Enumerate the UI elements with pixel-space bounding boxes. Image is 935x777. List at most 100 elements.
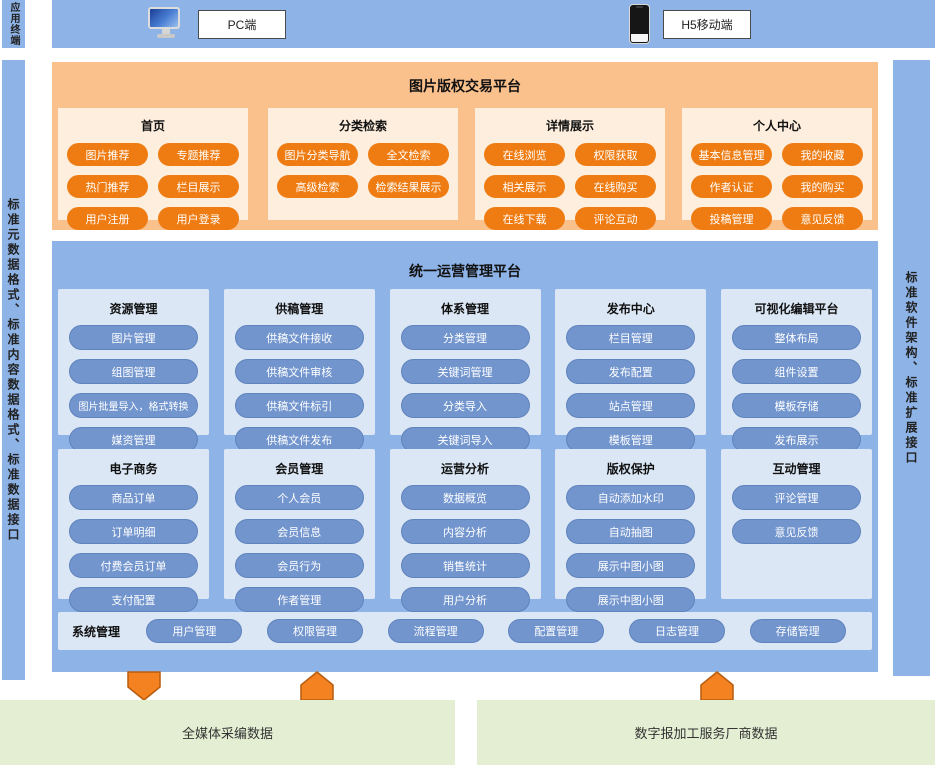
standards-left-strip: 标准元数据格式、标准内容数据格式、标准数据接口 [2, 60, 25, 680]
module-button[interactable]: 整体布局 [732, 325, 861, 350]
phone-icon [630, 5, 649, 43]
module-button[interactable]: 基本信息管理 [691, 143, 772, 166]
module-button[interactable]: 模板存储 [732, 393, 861, 418]
module-button[interactable]: 图片管理 [69, 325, 198, 350]
module-button[interactable]: 专题推荐 [158, 143, 239, 166]
module-button[interactable]: 个人会员 [234, 485, 364, 510]
module-button[interactable]: 投稿管理 [691, 207, 772, 230]
module-button[interactable]: 发布配置 [566, 359, 696, 384]
module-button[interactable]: 存储管理 [749, 619, 846, 643]
module-button[interactable]: 关键词导入 [400, 427, 530, 452]
panel-title: 体系管理 [440, 302, 489, 316]
module-button[interactable]: 供稿文件接收 [234, 325, 364, 350]
panel-system-taxonomy: 体系管理 分类管理 关键词管理 分类导入 关键词导入 [389, 289, 541, 452]
module-button[interactable]: 图片分类导航 [277, 143, 358, 166]
module-button[interactable]: 分类导入 [400, 393, 530, 418]
panel-resource-mgmt: 资源管理 图片管理 组图管理 图片批量导入，格式转换 媒资管理 [58, 289, 209, 452]
module-button[interactable]: 我的购买 [782, 175, 863, 198]
module-button[interactable]: 在线浏览 [484, 143, 565, 166]
module-button[interactable]: 评论管理 [732, 485, 861, 510]
module-button[interactable]: 付费会员订单 [69, 553, 198, 578]
panel-title: 可视化编辑平台 [754, 302, 839, 316]
data-source-omnimedia: 全媒体采编数据 [0, 700, 455, 765]
panel-ecommerce: 电子商务 商品订单 订单明细 付费会员订单 支付配置 [58, 449, 209, 612]
arrow-up-icon [700, 671, 734, 701]
module-button[interactable]: 用户登录 [158, 207, 239, 230]
module-button[interactable]: 评论互动 [575, 207, 656, 230]
panel-category-search: 分类检索 图片分类导航 全文检索 高级检索 检索结果展示 [268, 108, 458, 220]
module-button[interactable]: 用户分析 [400, 587, 530, 612]
module-button[interactable]: 我的收藏 [782, 143, 863, 166]
panel-title: 运营分析 [440, 462, 489, 476]
mobile-terminal: H5移动端 [630, 0, 751, 48]
module-button[interactable]: 流程管理 [387, 619, 484, 643]
trading-platform-title: 图片版权交易平台 [409, 78, 521, 94]
module-button[interactable]: 会员信息 [234, 519, 364, 544]
module-button[interactable]: 自动添加水印 [566, 485, 696, 510]
panel-title: 版权保护 [606, 462, 655, 476]
panel-title: 供稿管理 [275, 302, 324, 316]
module-button[interactable]: 媒资管理 [69, 427, 198, 452]
module-button[interactable]: 栏目管理 [566, 325, 696, 350]
panel-title: 个人中心 [752, 119, 801, 133]
module-button[interactable]: 意见反馈 [782, 207, 863, 230]
module-button[interactable]: 用户管理 [146, 619, 243, 643]
module-button[interactable]: 自动抽图 [566, 519, 696, 544]
panel-interaction-mgmt: 互动管理 评论管理 意见反馈 [721, 449, 872, 599]
monitor-icon [148, 7, 184, 41]
panel-title: 分类检索 [338, 119, 387, 133]
panel-title: 首页 [140, 119, 165, 133]
panel-title: 详情展示 [545, 119, 594, 133]
module-button[interactable]: 权限管理 [267, 619, 363, 643]
panel-publish-center: 发布中心 栏目管理 发布配置 站点管理 模板管理 [555, 289, 707, 452]
module-button[interactable]: 组件设置 [732, 359, 861, 384]
mobile-terminal-label[interactable]: H5移动端 [663, 9, 751, 39]
panel-feed-mgmt: 供稿管理 供稿文件接收 供稿文件审核 供稿文件标引 供稿文件发布 [223, 289, 375, 452]
module-button[interactable]: 用户注册 [67, 207, 148, 230]
module-button[interactable]: 订单明细 [69, 519, 198, 544]
module-button[interactable]: 商品订单 [69, 485, 198, 510]
module-button[interactable]: 日志管理 [628, 619, 725, 643]
arrow-down-icon [127, 671, 161, 701]
panel-title: 互动管理 [772, 462, 821, 476]
module-button[interactable]: 支付配置 [69, 587, 198, 612]
module-button[interactable]: 检索结果展示 [368, 175, 449, 198]
system-mgmt-label: 系统管理 [72, 624, 121, 639]
pc-terminal-label[interactable]: PC端 [198, 9, 286, 39]
module-button[interactable]: 相关展示 [484, 175, 565, 198]
module-button[interactable]: 供稿文件审核 [234, 359, 364, 384]
module-button[interactable]: 发布展示 [732, 427, 861, 452]
module-button[interactable]: 销售统计 [400, 553, 530, 578]
module-button[interactable]: 作者管理 [234, 587, 364, 612]
panel-title: 会员管理 [275, 462, 324, 476]
module-button[interactable]: 意见反馈 [732, 519, 861, 544]
module-button[interactable]: 作者认证 [691, 175, 772, 198]
module-button[interactable]: 关键词管理 [400, 359, 530, 384]
panel-detail-display: 详情展示 在线浏览 权限获取 相关展示 在线购买 在线下载 评论互动 [475, 108, 665, 230]
module-button[interactable]: 分类管理 [400, 325, 530, 350]
module-button[interactable]: 在线购买 [575, 175, 656, 198]
module-button[interactable]: 在线下载 [484, 207, 565, 230]
panel-title: 发布中心 [606, 302, 655, 316]
panel-personal-center: 个人中心 基本信息管理 我的收藏 作者认证 我的购买 投稿管理 意见反馈 [682, 108, 872, 230]
panel-copyright-protection: 版权保护 自动添加水印 自动抽图 展示中图小图 展示中图小图 [555, 449, 707, 612]
ops-platform-title: 统一运营管理平台 [409, 263, 521, 279]
module-button[interactable]: 会员行为 [234, 553, 364, 578]
module-button[interactable]: 高级检索 [277, 175, 358, 198]
module-button[interactable]: 展示中图小图 [566, 587, 696, 612]
module-button[interactable]: 图片批量导入，格式转换 [69, 393, 198, 418]
module-button[interactable]: 栏目展示 [158, 175, 239, 198]
module-button[interactable]: 权限获取 [575, 143, 656, 166]
module-button[interactable]: 全文检索 [368, 143, 449, 166]
module-button[interactable]: 展示中图小图 [566, 553, 696, 578]
module-button[interactable]: 供稿文件标引 [234, 393, 364, 418]
module-button[interactable]: 配置管理 [508, 619, 605, 643]
module-button[interactable]: 数据概览 [400, 485, 530, 510]
panel-ops-analysis: 运营分析 数据概览 内容分析 销售统计 用户分析 [389, 449, 541, 612]
module-button[interactable]: 站点管理 [566, 393, 696, 418]
module-button[interactable]: 内容分析 [400, 519, 530, 544]
arrow-up-icon [300, 671, 334, 701]
module-button[interactable]: 热门推荐 [67, 175, 148, 198]
module-button[interactable]: 组图管理 [69, 359, 198, 384]
module-button[interactable]: 图片推荐 [67, 143, 148, 166]
